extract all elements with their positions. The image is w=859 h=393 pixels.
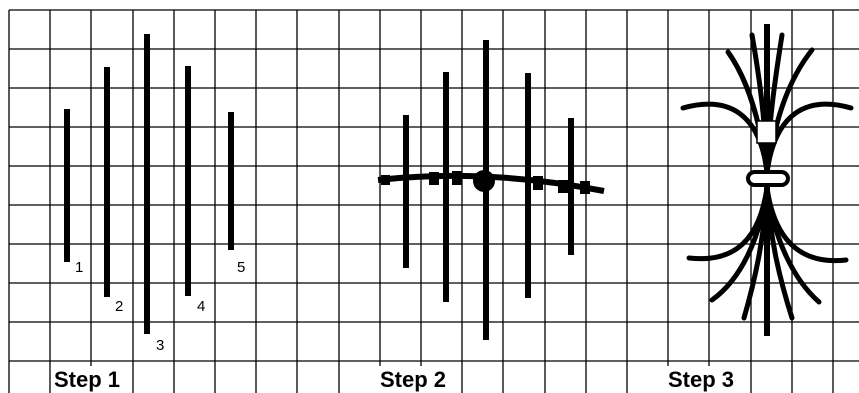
step-1-label: Step 1: [52, 366, 124, 393]
step3-bead: [757, 121, 776, 143]
step3-lower-strand-2: [767, 188, 846, 261]
step2-tack-4: [533, 176, 543, 190]
step3-tie-loop: [748, 172, 788, 185]
step-2-label: Step 2: [378, 366, 450, 393]
step2-tack-6: [580, 181, 590, 194]
step2-tack-2: [429, 172, 439, 185]
stitch-number-3: 3: [155, 338, 165, 354]
step2-tack-5: [558, 180, 568, 193]
step2-tack-1: [381, 175, 390, 185]
stitch-number-2: 2: [114, 299, 124, 315]
step2-bead: [473, 170, 495, 192]
step3-lower-strand-1: [689, 188, 767, 259]
step-3-label: Step 3: [666, 366, 738, 393]
stitch-number-5: 5: [236, 260, 246, 276]
grid-lines: [9, 10, 859, 393]
stitch-number-1: 1: [74, 260, 84, 276]
step3-lower-strand-6: [767, 188, 792, 318]
step2-tack-3: [452, 171, 462, 185]
stitch-number-4: 4: [196, 299, 206, 315]
